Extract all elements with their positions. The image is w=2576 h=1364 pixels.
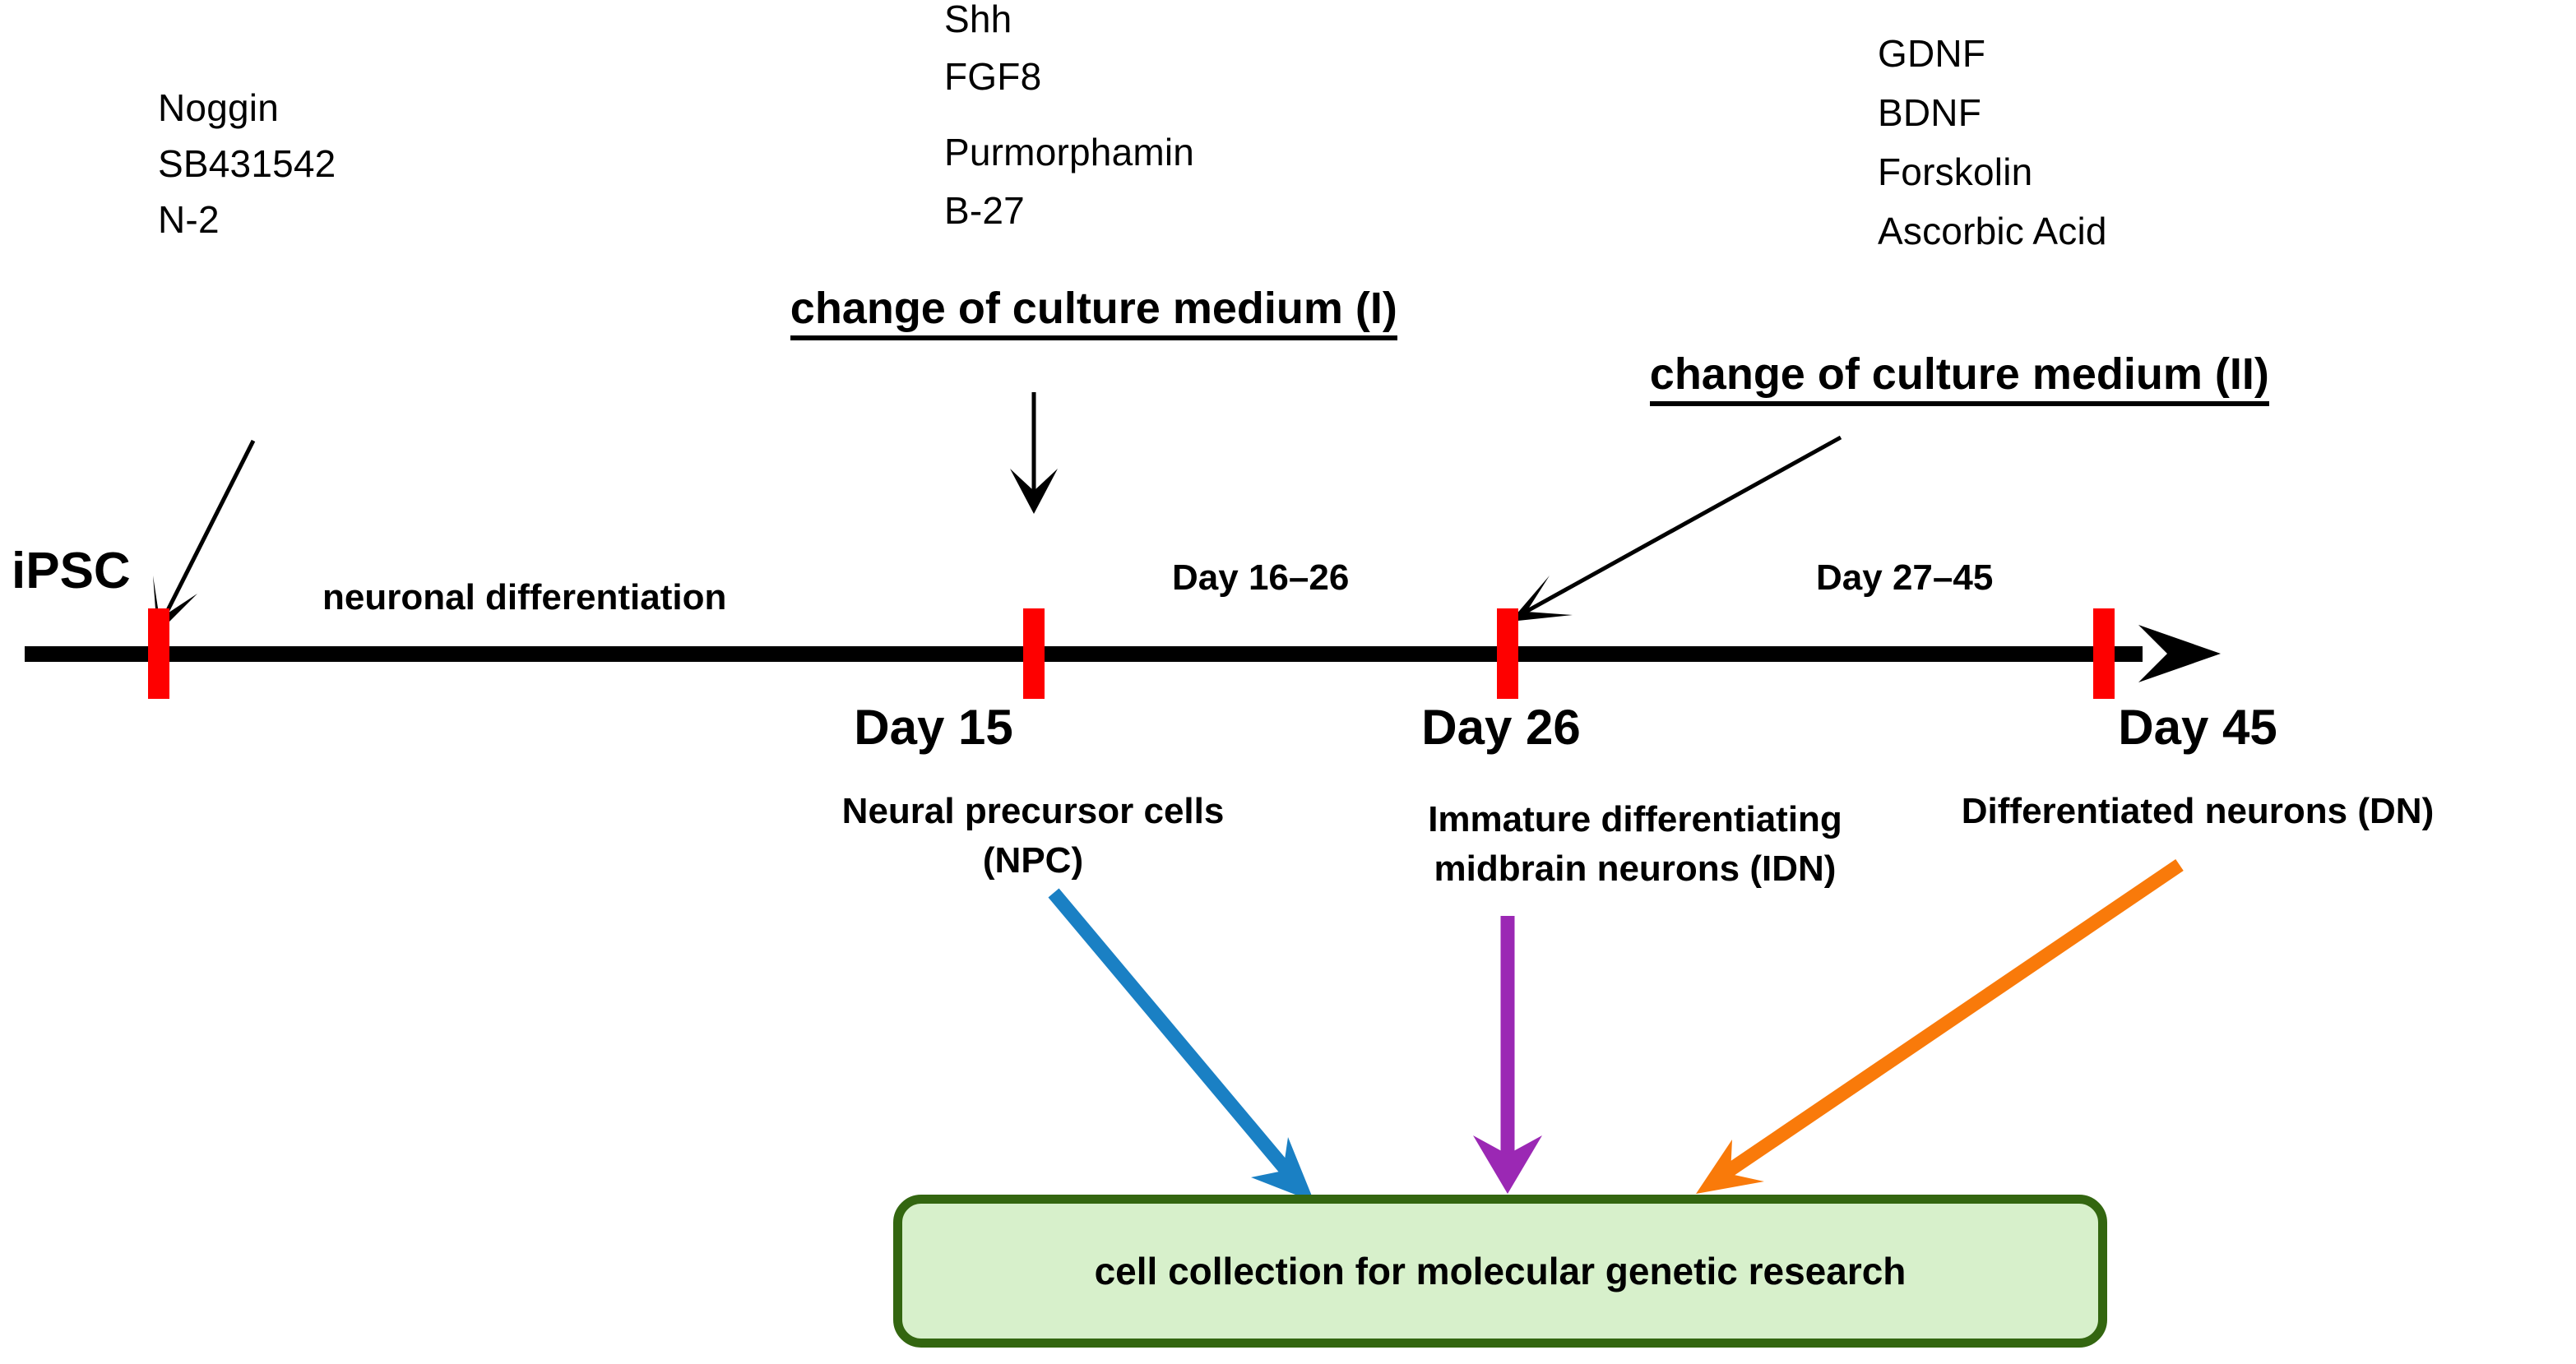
phase-label-day-16-26: Day 16–26 (1172, 557, 1350, 598)
milestone-day-26-desc-line1: Immature differentiating (1428, 799, 1842, 839)
reagent-purmorphamin: Purmorphamin (944, 131, 1195, 173)
arrow-idn-to-collection (1473, 916, 1542, 1194)
tick-ipsc (148, 608, 169, 699)
pointer-arrow-day26 (1510, 435, 1842, 622)
phase-label-day-27-45: Day 27–45 (1816, 557, 1994, 598)
axis-arrowhead (2138, 625, 2221, 682)
milestone-day-15-title: Day 15 (854, 700, 1013, 755)
heading-medium-1-text: change of culture medium (I) (790, 286, 1397, 340)
reagent-fgf8: FGF8 (944, 55, 1042, 98)
reagent-forskolin: Forskolin (1878, 150, 2033, 193)
milestone-day-15-desc-line1: Neural precursor cells (841, 791, 1225, 831)
milestone-day-45-desc-line1: Differentiated neurons (DN) (1961, 791, 2435, 831)
reagent-shh: Shh (944, 0, 1012, 40)
milestone-day-26-desc-line2: midbrain neurons (IDN) (1434, 848, 1837, 889)
timeline-start-label: iPSC (12, 543, 131, 599)
tick-day-45 (2093, 608, 2115, 699)
timeline-axis (25, 646, 2143, 662)
reagent-gdnf: GDNF (1878, 32, 1986, 75)
reagent-bdnf: BDNF (1878, 91, 1982, 134)
cell-collection-box: cell collection for molecular genetic re… (893, 1195, 2107, 1348)
reagent-noggin: Noggin (158, 86, 279, 129)
tick-day-26 (1497, 608, 1518, 699)
cell-collection-label: cell collection for molecular genetic re… (1094, 1250, 1907, 1292)
reagent-sb431542: SB431542 (158, 142, 336, 185)
heading-medium-2-text: change of culture medium (II) (1649, 352, 2269, 406)
milestone-day-15-desc-line2: (NPC) (982, 840, 1084, 881)
heading-change-of-culture-medium-2: change of culture medium (II) (1635, 339, 2269, 419)
phase-label-neuronal-differentiation: neuronal differentiation (322, 577, 727, 617)
arrow-npc-to-collection (1048, 888, 1314, 1202)
arrow-dn-to-collection (1696, 858, 2184, 1194)
pointer-arrow-ipsc (153, 439, 256, 630)
milestone-day-45-title: Day 45 (2118, 700, 2277, 755)
reagent-b27: B-27 (944, 189, 1025, 232)
reagent-n2: N-2 (158, 198, 220, 241)
tick-day-15 (1023, 608, 1045, 699)
pointer-arrow-day15 (1010, 392, 1058, 514)
milestone-day-26-title: Day 26 (1421, 700, 1581, 755)
reagent-ascorbic-acid: Ascorbic Acid (1878, 210, 2107, 252)
heading-change-of-culture-medium-1: change of culture medium (I) (776, 273, 1397, 354)
